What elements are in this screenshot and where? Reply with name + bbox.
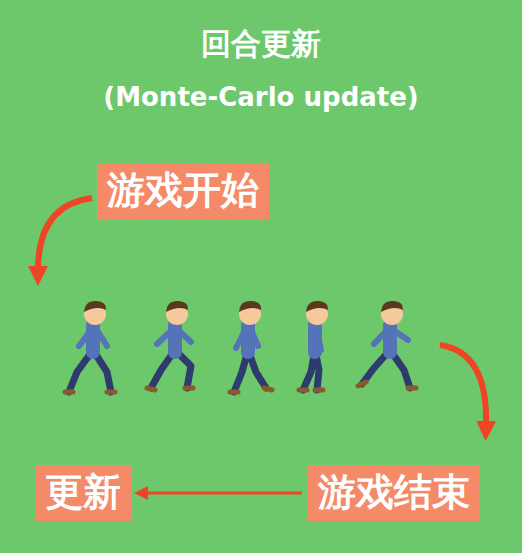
- flow-arrow: [38, 198, 92, 270]
- process-box: 游戏结束: [308, 465, 480, 521]
- flow-arrow: [440, 345, 486, 425]
- process-box: 游戏开始: [97, 163, 269, 219]
- title: 回合更新: [0, 24, 522, 65]
- walking-people: [65, 301, 416, 392]
- box-text: 更新: [45, 470, 121, 516]
- box-text: 游戏开始: [107, 168, 259, 214]
- subtitle: (Monte-Carlo update): [0, 82, 522, 112]
- flow-arrow: [145, 492, 302, 495]
- box-text: 游戏结束: [318, 470, 470, 516]
- process-box: 更新: [35, 465, 131, 521]
